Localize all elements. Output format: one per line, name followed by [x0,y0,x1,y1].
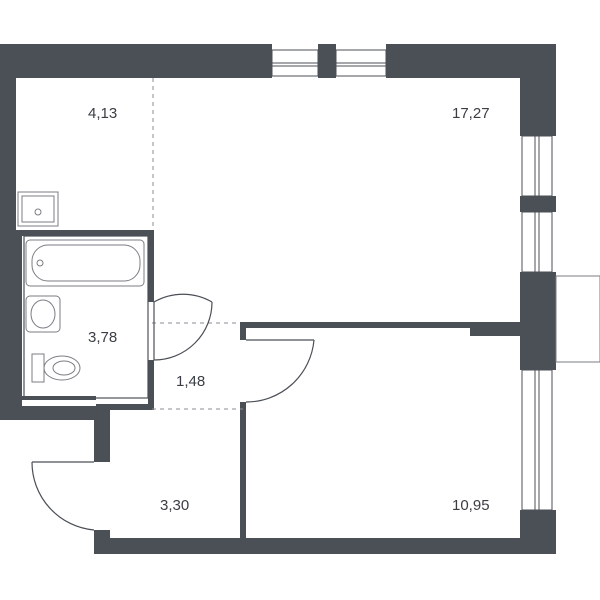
bedroom-left-wall [240,402,246,538]
bathroom-bottom-wall [96,404,154,410]
bottom-wall [94,538,556,554]
area-label-storage: 4,13 [88,105,117,122]
bathroom-door-swing [153,301,213,361]
bedroom-left-wall-top [240,322,246,340]
balcony [555,275,600,363]
right-wall-bottom [520,510,556,554]
area-label-corridor: 1,48 [176,373,205,390]
area-label-hall: 3,30 [160,497,189,514]
bathtub-basin [31,244,141,282]
interior-walls [16,230,520,538]
area-label-bedroom: 10,95 [452,497,490,514]
doors [31,293,315,531]
top-wall-left [0,44,272,78]
notch-wall-vertical [94,406,110,462]
entrance-door-swing [31,461,95,531]
right-wall-mid2 [520,272,556,370]
washer-drum-icon [34,208,42,216]
sink-basin [30,299,56,329]
right-wall-mid1 [520,196,556,212]
bathroom-door [153,293,213,360]
area-label-bathroom: 3,78 [88,329,117,346]
zone-separators [152,78,243,410]
right-wall-top [520,44,556,136]
bathroom-left-inner [16,236,22,406]
windows [271,49,600,511]
fixtures [17,191,145,383]
left-wall [0,44,16,420]
toilet-seat [52,360,76,376]
window-right-3 [521,369,553,511]
top-wall-middle [318,44,336,78]
bathtub-drain-icon [36,259,44,267]
room-labels: 4,13 17,27 3,78 1,48 3,30 10,95 [88,105,490,514]
bathroom-right-wall-upper [148,230,154,302]
toilet-tank-icon [31,353,45,383]
bedroom-top-wall [240,322,520,328]
bathroom-right-wall-lower [148,360,154,410]
bedroom-top-wall-thick [470,322,520,336]
bedroom-door-swing [245,339,315,403]
window-right-2 [521,211,553,273]
bathroom-inner-outline [23,235,149,399]
outer-walls [0,44,556,554]
bathroom-top-wall [16,230,154,236]
notch-wall-horizontal [0,406,110,420]
area-label-living-room: 17,27 [452,105,490,122]
window-right-1 [521,135,553,197]
